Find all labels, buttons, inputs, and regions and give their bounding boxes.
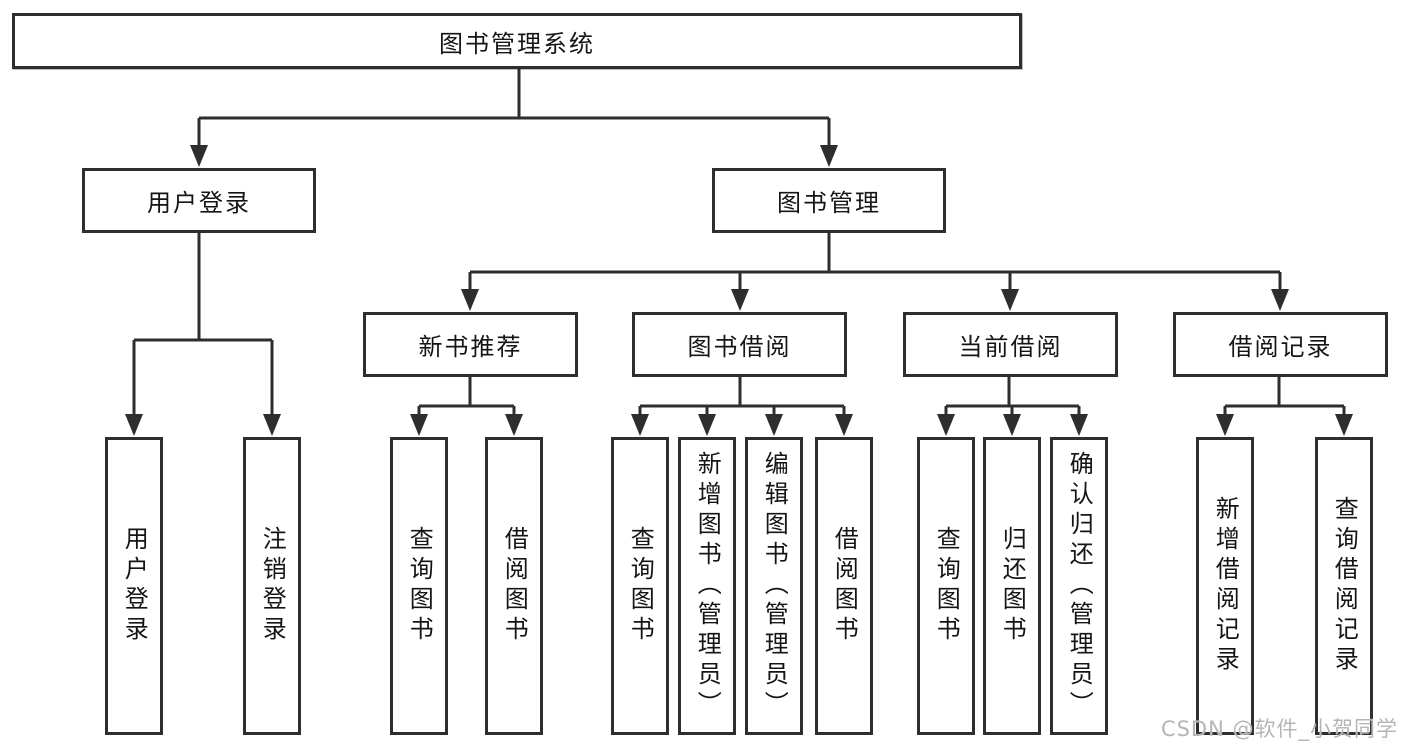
node-borrow-records: 借阅记录: [1173, 312, 1388, 377]
leaf-borrow-books-recommend: 借阅图书: [485, 437, 543, 735]
node-label: 图书管理系统: [439, 29, 595, 58]
connector-new-book-children: [410, 377, 523, 436]
node-label: 注销登录: [258, 526, 287, 646]
leaf-return-books: 归还图书: [983, 437, 1041, 735]
node-user-login: 用户登录: [82, 168, 316, 233]
connector-borrow-records-children: [1216, 377, 1353, 436]
node-label: 确认归还（管理员）: [1065, 451, 1094, 721]
node-label: 查询图书: [932, 526, 961, 646]
leaf-query-books-recommend: 查询图书: [390, 437, 448, 735]
node-label: 用户登录: [147, 189, 251, 217]
node-label: 查询借阅记录: [1330, 496, 1359, 676]
connector-current-borrow-children: [937, 377, 1088, 436]
node-label: 图书管理: [777, 189, 881, 217]
node-book-management: 图书管理: [712, 168, 946, 233]
leaf-user-login: 用户登录: [105, 437, 163, 735]
connector-user-login-children: [125, 233, 281, 436]
leaf-query-borrow-record: 查询借阅记录: [1315, 437, 1373, 735]
leaf-add-borrow-record: 新增借阅记录: [1196, 437, 1254, 735]
node-label: 借阅记录: [1228, 333, 1333, 361]
node-current-borrow: 当前借阅: [903, 312, 1118, 377]
node-label: 查询图书: [626, 526, 655, 646]
node-label: 当前借阅: [958, 333, 1063, 361]
node-new-book-recommend: 新书推荐: [363, 312, 578, 377]
node-label: 借阅图书: [830, 526, 859, 646]
leaf-edit-books-admin: 编辑图书（管理员）: [745, 437, 803, 735]
leaf-logout: 注销登录: [243, 437, 301, 735]
connector-root-to-level2: [190, 69, 838, 167]
node-label: 用户登录: [120, 526, 149, 646]
leaf-borrow-books: 借阅图书: [815, 437, 873, 735]
node-label: 新增图书（管理员）: [693, 451, 722, 721]
connector-book-borrow-children: [631, 377, 853, 436]
node-label: 编辑图书（管理员）: [760, 451, 789, 721]
leaf-query-books-current: 查询图书: [917, 437, 975, 735]
connector-book-management-children: [461, 233, 1289, 311]
node-label: 借阅图书: [500, 526, 529, 646]
node-book-borrow: 图书借阅: [632, 312, 847, 377]
node-library-management-system: 图书管理系统: [12, 13, 1022, 69]
leaf-query-books-borrow: 查询图书: [611, 437, 669, 735]
csdn-watermark: CSDN @软件_小贺同学: [1160, 717, 1398, 741]
node-label: 新增借阅记录: [1211, 496, 1240, 676]
leaf-confirm-return-admin: 确认归还（管理员）: [1050, 437, 1108, 735]
leaf-add-books-admin: 新增图书（管理员）: [678, 437, 736, 735]
node-label: 查询图书: [405, 526, 434, 646]
node-label: 新书推荐: [418, 333, 523, 361]
node-label: 图书借阅: [687, 333, 792, 361]
node-label: 归还图书: [998, 526, 1027, 646]
